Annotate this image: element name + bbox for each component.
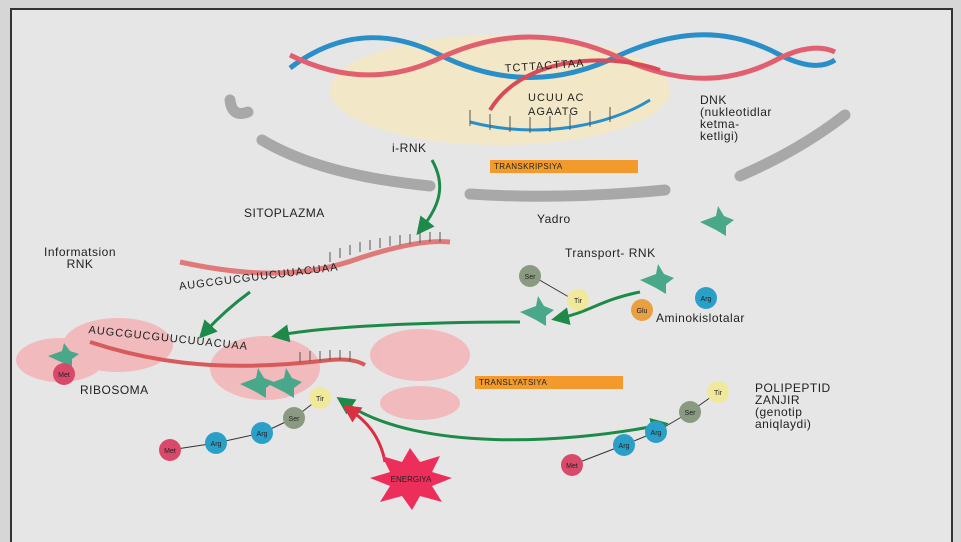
dna-bottom-sequence: AGAATG [528, 106, 579, 118]
yadro-label: Yadro [537, 212, 571, 226]
dna-helix [288, 32, 837, 133]
aa-tir-free-label: Tir [574, 298, 583, 305]
aa-glu-free [631, 299, 653, 321]
aa-arg-free-label: Arg [701, 296, 712, 303]
aa-arg-free [695, 287, 717, 309]
aa-tir-poly [707, 381, 729, 403]
trna-shapes [48, 206, 734, 398]
aa-met-ribo-label: Met [58, 372, 70, 379]
polipeptid-label: POLIPEPTID ZANJIR (genotip aniqlaydi) [755, 381, 831, 431]
aa-met-poly-label: Met [566, 463, 578, 470]
aa-met-poly [561, 454, 583, 476]
informatsion-rnk-label: Informatsion RNK [44, 245, 117, 271]
dnk-label: DNK (nukleotidlar ketma- ketligi) [700, 93, 772, 143]
ribosome-subunits [16, 318, 470, 420]
aa-arg-poly-1 [613, 434, 635, 456]
dna-top-sequence: TCTTACTTAA [504, 57, 585, 75]
transport-rnk-label: Transport- RNK [565, 246, 656, 260]
transkripsiya-tag: TRANSKRIPSIYA [490, 160, 638, 173]
free-amino-acids: Ser Tir Glu Arg [519, 265, 717, 321]
sitoplazma-label: SITOPLAZMA [244, 206, 325, 220]
aa-arg-chain-1 [205, 432, 227, 454]
aa-met-chain-label: Met [164, 448, 176, 455]
aa-arg-poly-2-label: Arg [651, 430, 662, 437]
translyatsiya-tag: TRANSLYATSIYA [475, 376, 623, 389]
aa-tir-chain [309, 387, 331, 409]
dna-middle-sequence: UCUU AC [528, 92, 585, 104]
aa-ser-chain [283, 407, 305, 429]
polypeptide-chain-nodes: Met Arg Arg Ser Tir [561, 381, 729, 476]
aa-met-ribo [53, 363, 75, 385]
aa-arg-chain-2-label: Arg [257, 431, 268, 438]
aa-ser-free [519, 265, 541, 287]
aa-arg-chain-2 [251, 422, 273, 444]
ribosoma-label: RIBOSOMA [80, 383, 149, 397]
aa-ser-poly [679, 401, 701, 423]
aa-ser-free-label: Ser [525, 274, 537, 281]
process-arrows [198, 159, 669, 442]
nucleus-membrane [224, 94, 851, 202]
aa-met-chain [159, 439, 181, 461]
aa-tir-chain-label: Tir [316, 396, 325, 403]
ribosome-amino-acids: Met Met Arg Arg Ser Tir [53, 363, 331, 461]
aa-arg-poly-1-label: Arg [619, 443, 630, 450]
mrna-strand: AUGCGUCGUUCUUACUAA [178, 232, 451, 293]
aa-glu-free-label: Glu [637, 308, 648, 315]
aa-ser-chain-label: Ser [289, 416, 301, 423]
aa-arg-chain-1-label: Arg [211, 441, 222, 448]
i-rnk-label: i-RNK [392, 141, 427, 155]
energy-arrow [342, 405, 387, 463]
aa-ser-poly-label: Ser [685, 410, 697, 417]
energy-burst [370, 448, 452, 510]
aa-arg-poly-2 [645, 421, 667, 443]
aa-tir-poly-label: Tir [714, 390, 723, 397]
energy-label: ENERGIYA [391, 475, 432, 484]
aminokislotalar-label: Aminokislotalar [656, 311, 745, 325]
aa-tir-free [567, 289, 589, 311]
